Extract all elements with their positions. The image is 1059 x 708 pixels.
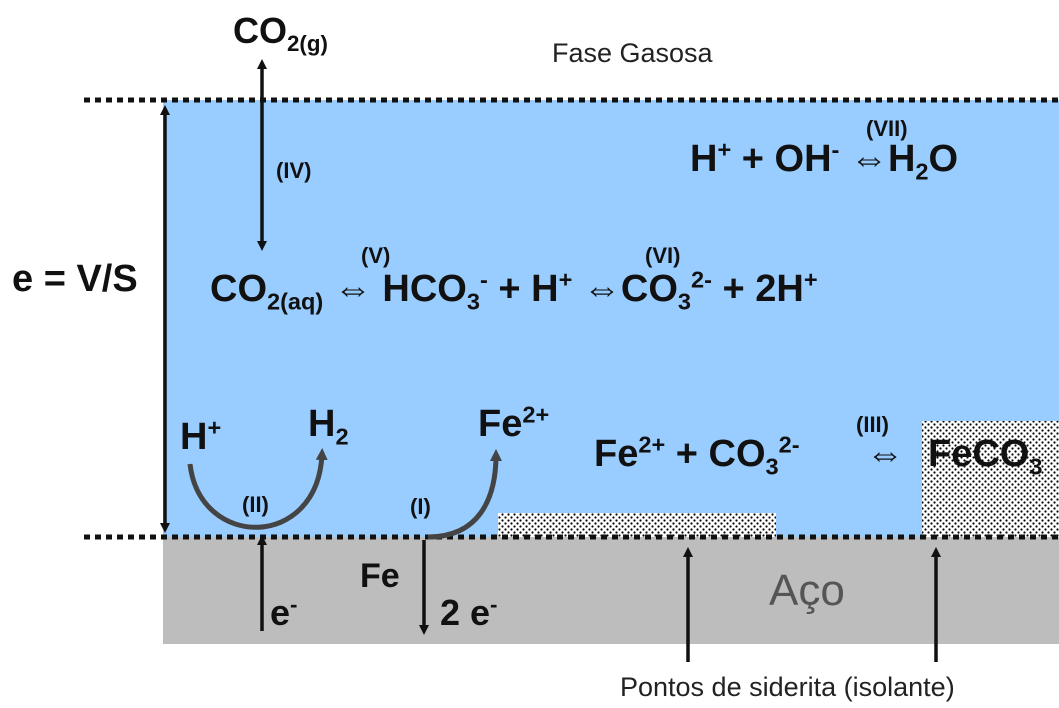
electron-label: e- [270, 592, 298, 633]
fe2-plus-label: Fe2+ [478, 401, 550, 445]
thickness-label: e = V/S [12, 258, 138, 300]
anodic-curved-arrow [427, 449, 502, 540]
steel-substrate [163, 537, 1059, 644]
step-iv-label: (IV) [276, 158, 312, 183]
equivalence-icon: ⇔ [333, 268, 372, 310]
reaction-v-vi: CO2(aq) ⇔ HCO3- + H+ ⇔CO32- + 2H+ [210, 266, 818, 315]
step-ii-label: (II) [242, 492, 269, 517]
reaction-iii: Fe2+ + CO32- [594, 431, 800, 480]
equivalence-icon: ⇔ [582, 268, 621, 310]
gas-phase-label: Fase Gasosa [552, 38, 713, 68]
step-iii-label: (III) [856, 412, 889, 437]
step-v-label: (V) [361, 243, 391, 268]
feco3-label: FeCO3 [928, 433, 1043, 480]
step-i-label: (I) [410, 494, 431, 519]
reaction-vii: H+ + OH- ⇔H2O [690, 136, 959, 185]
cathodic-curved-arrow [187, 448, 328, 530]
h2-label: H2 [308, 403, 349, 450]
fe-label: Fe [360, 557, 400, 595]
reaction-iii-equivalence-icon: ⇔ [866, 433, 904, 475]
step-vii-label: (VII) [866, 116, 908, 141]
siderite-points-label: Pontos de siderita (isolante) [620, 672, 955, 702]
feco3-deposit [922, 421, 1059, 537]
step-vi-label: (VI) [645, 243, 681, 268]
co2-gas-label: CO2(g) [233, 10, 328, 57]
aqueous-solution-layer [163, 100, 1059, 537]
siderite-film [498, 513, 776, 537]
steel-label: Aço [769, 566, 845, 615]
two-electrons-label: 2 e- [440, 592, 498, 633]
h-plus-label: H+ [180, 414, 222, 458]
equivalence-icon: ⇔ [849, 138, 888, 180]
